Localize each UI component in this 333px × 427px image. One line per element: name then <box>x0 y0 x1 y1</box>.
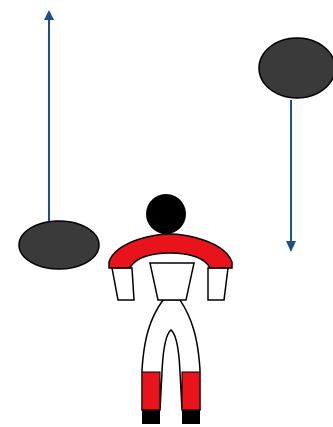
arrow-down-head <box>286 241 296 252</box>
figure-torso <box>150 263 194 300</box>
arrow-up-head <box>44 10 54 20</box>
disc-right <box>259 38 333 98</box>
figure-arm-left <box>112 268 134 300</box>
figure-sock-left <box>142 372 160 410</box>
figure-arm-right <box>208 268 228 300</box>
figure-sock-right <box>182 372 200 410</box>
figure-shoe-left <box>142 410 160 424</box>
figure-shoe-right <box>182 410 200 424</box>
figure-head <box>146 194 186 234</box>
left-up-arrow <box>44 10 54 222</box>
person-figure <box>109 194 232 424</box>
right-down-arrow <box>286 100 296 252</box>
disc-left <box>19 221 99 269</box>
